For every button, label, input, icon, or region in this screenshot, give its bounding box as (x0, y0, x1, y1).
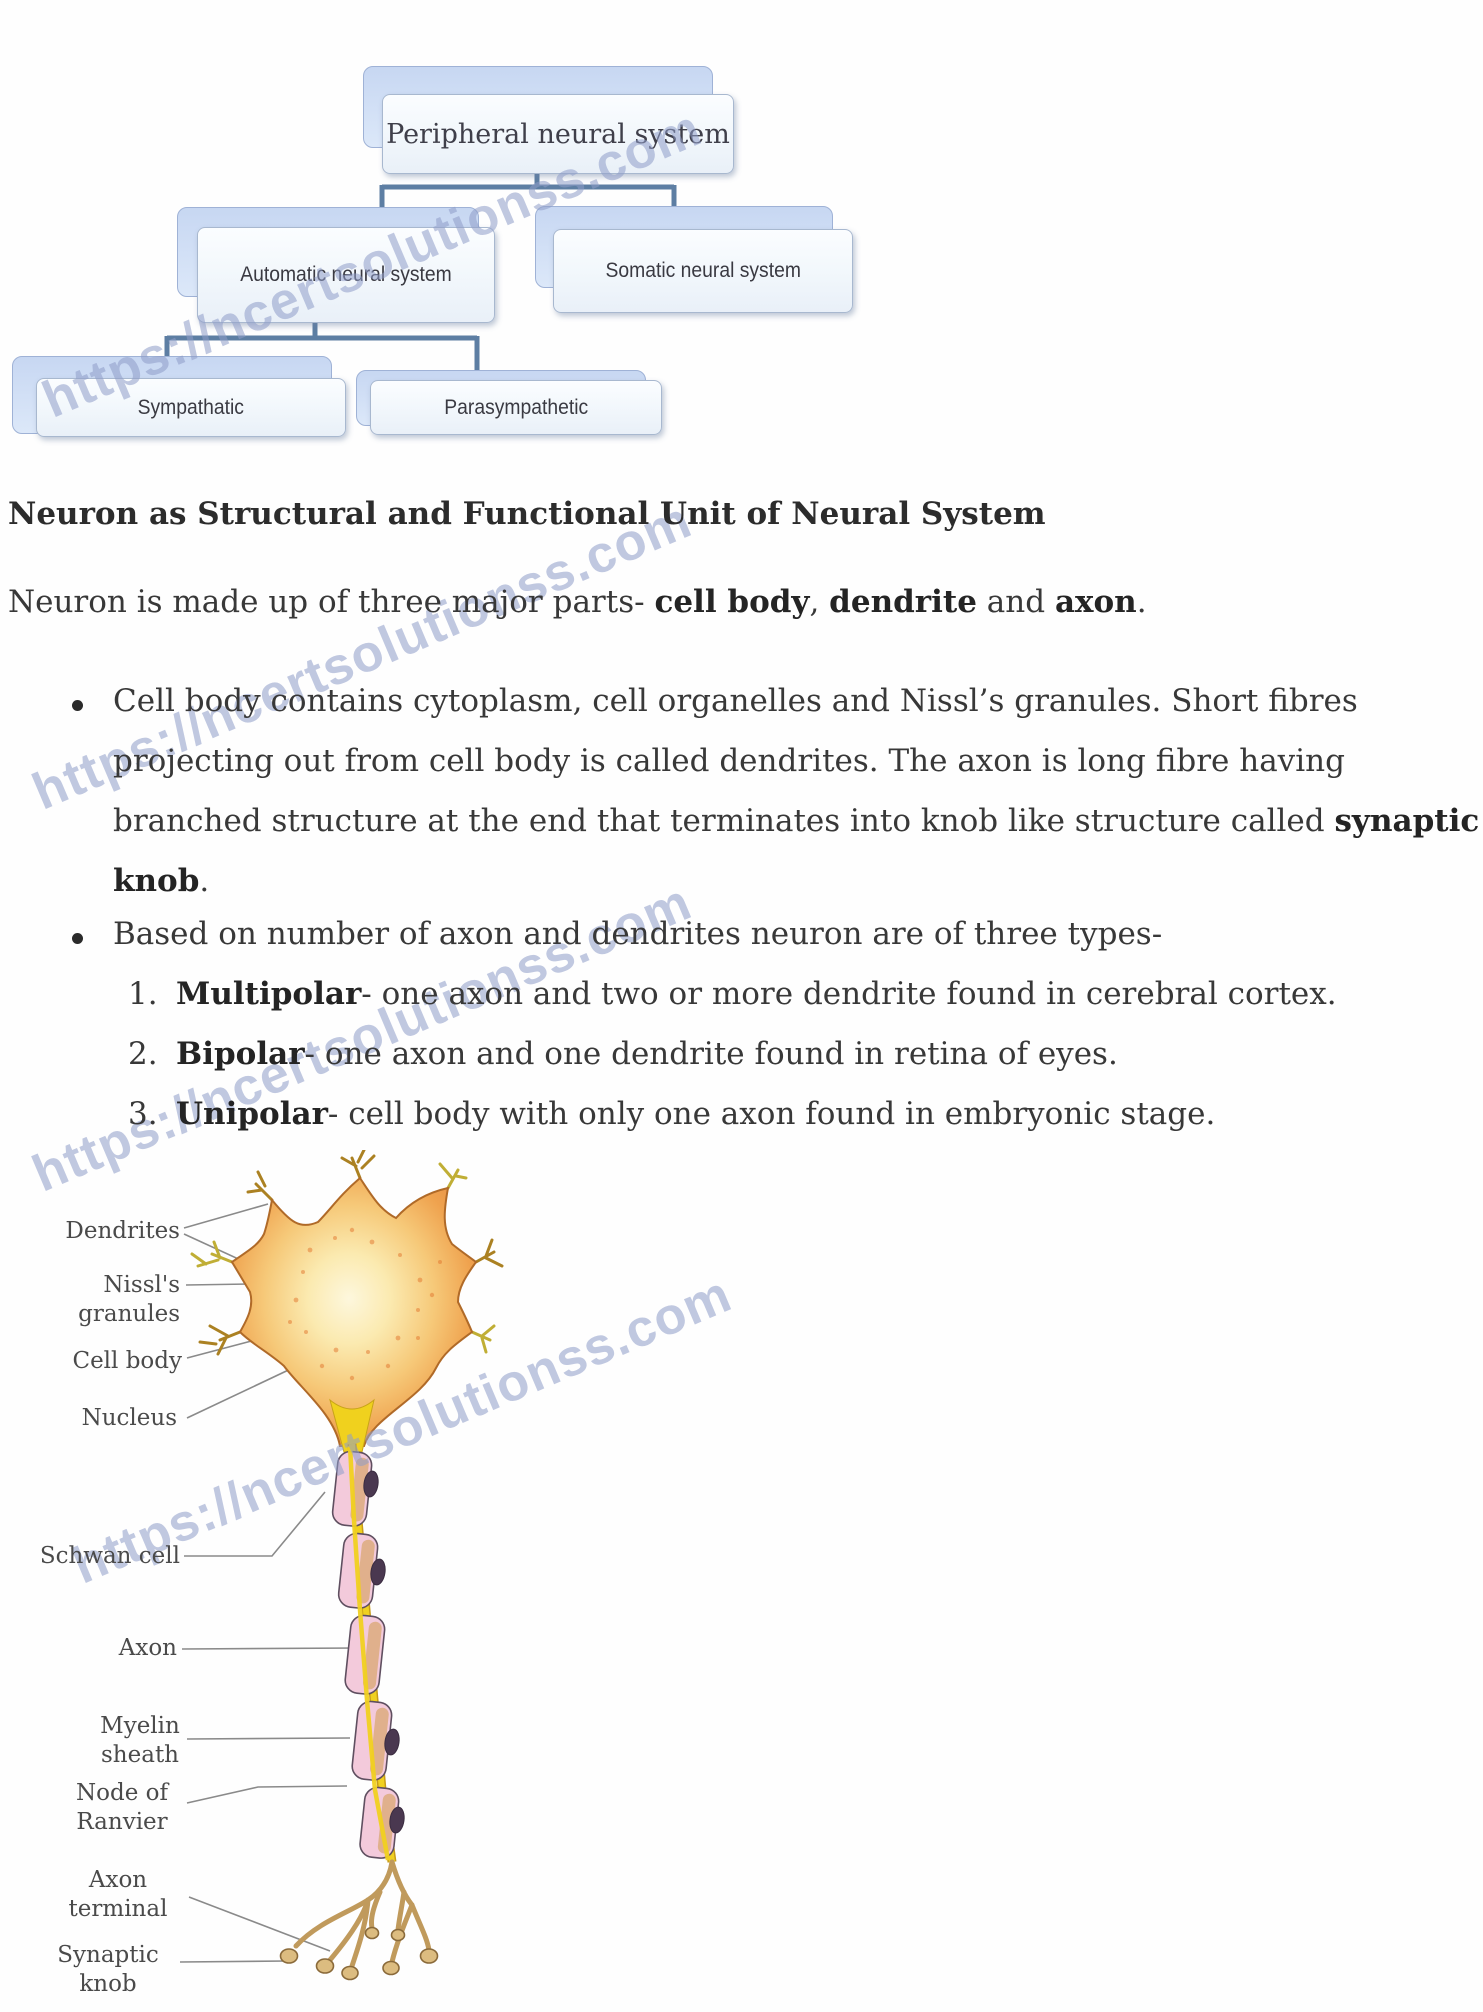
label-synaptic-knob: Synaptic knob (57, 1942, 159, 1997)
schwann-cells (363, 1470, 405, 1834)
synaptic-knobs (279, 1926, 439, 1981)
intro-paragraph: Neuron is made up of three major parts- … (8, 584, 1147, 620)
label-cell-body: Cell body (72, 1348, 182, 1374)
flowchart-connectors (164, 172, 677, 374)
sympathatic-box-label: Sympathatic (137, 395, 245, 419)
parasympathetic-box: Parasympathetic (370, 380, 662, 435)
numbered-item-3-number: 3. (128, 1096, 158, 1132)
section-heading: Neuron as Structural and Functional Unit… (8, 496, 1046, 532)
dendrite-forks (190, 1150, 504, 1356)
label-dendrites: Dendrites (65, 1218, 180, 1244)
numbered-item-1-text: Multipolar- one axon and two or more den… (176, 976, 1337, 1012)
automatic-box: Automatic neural system (197, 227, 495, 323)
label-myelin-sheath: Myelin sheath (100, 1713, 180, 1768)
bullet-marker-1 (72, 700, 83, 711)
root-box-label: Peripheral neural system (386, 118, 730, 150)
neuron-diagram (179, 1150, 504, 1981)
axon-hillock (329, 1398, 375, 1453)
bullet1-line3: branched structure at the end that termi… (113, 803, 1480, 839)
root-box: Peripheral neural system (382, 94, 734, 174)
numbered-item-3-text: Unipolar- cell body with only one axon f… (176, 1096, 1216, 1132)
bullet1-line2: projecting out from cell body is called … (113, 743, 1345, 779)
sympathatic-box: Sympathatic (36, 378, 346, 437)
axon-terminal (293, 1859, 432, 1969)
somatic-box: Somatic neural system (553, 229, 853, 313)
parasympathetic-box-label: Parasympathetic (444, 395, 588, 419)
label-nissl-granules: Nissl's granules (78, 1272, 180, 1327)
label-node-of-ranvier: Node of Ranvier (76, 1780, 168, 1835)
bullet1-line1: Cell body contains cytoplasm, cell organ… (113, 683, 1358, 719)
nissl-granules (288, 1227, 442, 1381)
label-nucleus: Nucleus (81, 1405, 177, 1431)
axon-thread (347, 1445, 391, 1861)
automatic-box-label: Automatic neural system (240, 263, 452, 286)
numbered-item-2-number: 2. (128, 1036, 158, 1072)
label-axon: Axon (118, 1635, 177, 1661)
label-axon-terminal: Axon terminal (68, 1867, 168, 1922)
label-schwan-cell: Schwan cell (39, 1543, 180, 1569)
bullet-marker-2 (72, 933, 83, 944)
bullet2-line: Based on number of axon and dendrites ne… (113, 916, 1163, 952)
bullet1-line4: knob. (113, 863, 210, 899)
somatic-box-label: Somatic neural system (605, 259, 801, 282)
numbered-item-2-text: Bipolar- one axon and one dendrite found… (176, 1036, 1118, 1072)
numbered-item-1-number: 1. (128, 976, 158, 1012)
cell-body-shape (230, 1176, 478, 1447)
